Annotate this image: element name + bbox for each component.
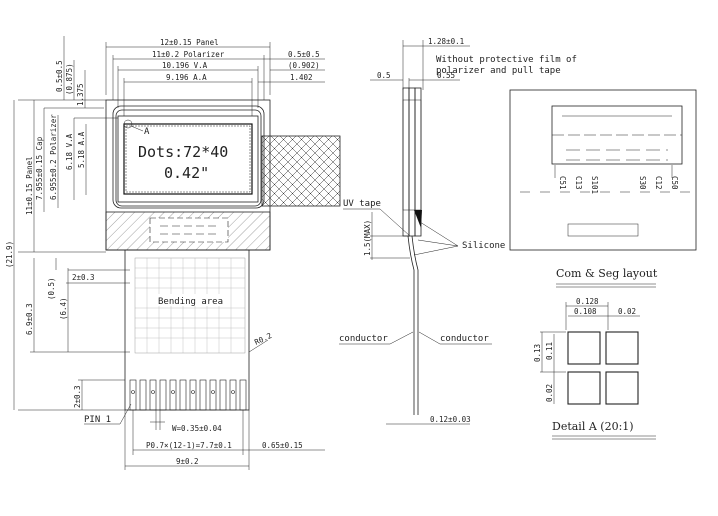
- dim-6.4: (6.4): [59, 297, 68, 320]
- size-label: 0.42": [164, 164, 209, 182]
- dots-label: Dots:72*40: [138, 143, 228, 161]
- dim-pin-width: W=0.35±0.04: [172, 424, 222, 433]
- com-seg-label-0: C51: [558, 176, 567, 190]
- dim-panel-width: 12±0.15 Panel: [160, 38, 219, 47]
- aa-outline: [123, 123, 253, 195]
- dim-0.13: 0.13: [533, 344, 542, 362]
- fpc-tab-hatch: [261, 135, 341, 207]
- dim-0.55: 0.55: [437, 71, 455, 80]
- dim-va-width: 10.196 V.A: [162, 61, 208, 70]
- conductor-right-label: conductor: [440, 334, 489, 344]
- com-seg-caption: Com & Seg layout: [556, 267, 658, 280]
- com-seg-label-1: C13: [574, 176, 583, 190]
- dim-1.28: 1.28±0.1: [428, 37, 464, 46]
- dim-aa-height: 5.18 A.A: [77, 131, 86, 168]
- com-seg-label-4: C12: [654, 176, 663, 190]
- dim-va-height: 6.18 V.A: [65, 133, 74, 170]
- dim-cap-height: 7.955±0.15 Cap: [35, 136, 44, 200]
- dim-right-0.5: 0.5±0.5: [288, 50, 320, 59]
- dim-0.02-side: 0.02: [545, 384, 554, 402]
- bending-area-grid: [134, 257, 246, 354]
- conductor-left-label: conductor: [339, 334, 388, 344]
- dim-panel-height: 11±0.15 Panel: [25, 156, 34, 215]
- com-seg-label-2: S101: [590, 176, 599, 194]
- detail-caption: Detail A (20:1): [552, 420, 634, 433]
- dim-polarizer-height: 6.955±0.2 Polarizer: [49, 114, 58, 200]
- va-outline: [117, 115, 259, 203]
- pin-array: [129, 379, 247, 411]
- dim-right-1.402: 1.402: [290, 73, 313, 82]
- com-seg-layout: C51 C13 S101 S30 C12 C50 Com & Seg layou…: [509, 89, 697, 288]
- dim-0.5: (0.5): [47, 277, 56, 300]
- dim-total-height: (21.9): [5, 241, 14, 268]
- dim-left-1.375: 1.375: [76, 83, 85, 106]
- com-seg-label-5: C50: [670, 176, 679, 190]
- dim-0.128: 0.128: [576, 297, 599, 306]
- dim-edge: 0.65±0.15: [262, 441, 303, 450]
- dim-0.5: 0.5: [377, 71, 391, 80]
- com-seg-label-3: S30: [638, 176, 647, 190]
- dim-polarizer-width: 11±0.2 Polarizer: [152, 50, 225, 59]
- note-line1: Without protective film of: [436, 55, 577, 65]
- dim-left-0.875: (0.875): [65, 63, 74, 95]
- fpc-body: [124, 249, 250, 411]
- silicone-label: Silicone: [462, 241, 505, 251]
- dim-fpc-height: 6.9±0.3: [25, 303, 34, 335]
- bending-area-label: Bending area: [158, 297, 223, 307]
- dim-pitch: P0.7×(12-1)=7.7±0.1: [146, 441, 232, 450]
- dim-2-top: 2±0.3: [72, 273, 95, 282]
- dim-0.02-top: 0.02: [618, 307, 636, 316]
- uv-tape-label: UV tape: [343, 199, 381, 209]
- dim-fpc-width: 9±0.2: [176, 457, 199, 466]
- side-view: Without protective film of polarizer and…: [339, 37, 577, 425]
- note-line2: polarizer and pull tape: [436, 66, 561, 76]
- dim-right-0.902: (0.902): [288, 61, 320, 70]
- dim-1.5max: 1.5(MAX): [363, 220, 372, 256]
- detail-a: 0.128 0.108 0.02 0.13 0.11 0.02 Detail A…: [533, 297, 656, 440]
- front-view: 12±0.15 Panel 11±0.2 Polarizer 10.196 V.…: [5, 36, 341, 470]
- dim-left-0.5: 0.5±0.5: [55, 60, 64, 92]
- dim-0.12: 0.12±0.03: [430, 415, 471, 424]
- callout-a: A: [144, 127, 150, 137]
- dim-r0.2: R0.2: [253, 331, 273, 347]
- pin1-label: PIN 1: [84, 415, 111, 425]
- dim-2-bottom: 2±0.3: [73, 385, 82, 408]
- dim-0.108: 0.108: [574, 307, 597, 316]
- dim-aa-width: 9.196 A.A: [166, 73, 207, 82]
- dim-0.11: 0.11: [545, 342, 554, 360]
